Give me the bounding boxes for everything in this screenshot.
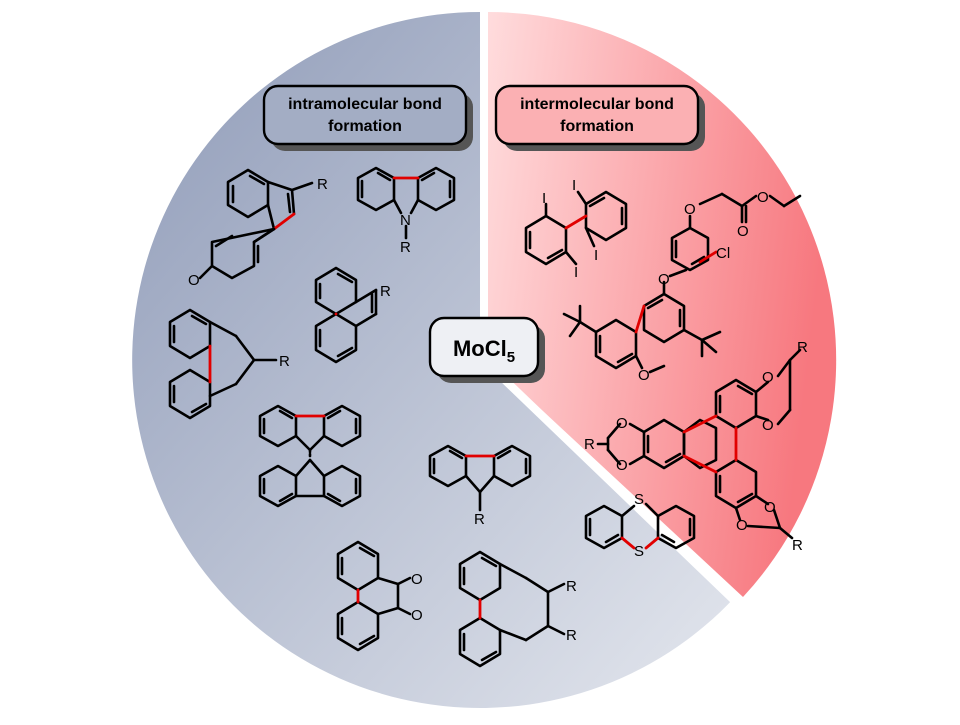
atom-o-ether: O — [684, 201, 696, 218]
atom-i-3: I — [572, 177, 576, 194]
atom-o-dioxole-6: O — [736, 517, 748, 534]
tetraiodobiphenyl-structure — [524, 190, 628, 266]
hexaoxy-triphenylene-structure — [596, 348, 802, 540]
atom-i-1: I — [542, 190, 546, 207]
ethyl-chlorophenoxyacetate-structure — [670, 192, 802, 272]
atom-r-dioxole-3: R — [792, 537, 803, 554]
atom-r-cycloheptene: R — [279, 353, 290, 370]
atom-r-cyclooctene-2: R — [566, 627, 577, 644]
atom-r-fluorene: R — [474, 511, 485, 528]
atom-cl: Cl — [716, 245, 730, 262]
intramolecular-label-line1: intramolecular bond — [288, 96, 442, 113]
atom-o-dioxole-4: O — [616, 457, 628, 474]
intramolecular-label-line2: formation — [328, 118, 402, 135]
atom-o-dioxole-3: O — [616, 415, 628, 432]
atom-n-carbazole: N — [400, 212, 411, 229]
phenanthrene-structure — [314, 266, 378, 364]
atom-o-dioxole-5: O — [764, 499, 776, 516]
carbazole-structure — [356, 166, 456, 240]
intermolecular-label-line2: formation — [560, 118, 634, 135]
reagent-box: MoCl5 — [428, 316, 545, 383]
reagent-label: MoCl5 — [453, 336, 515, 366]
atom-s-2: S — [634, 543, 644, 560]
atom-o-quinone-2: O — [411, 607, 423, 624]
atom-o-spiro: O — [188, 272, 200, 289]
intermolecular-sector — [488, 11, 837, 598]
di-tert-butyl-dimethoxybiphenyl-structure — [562, 268, 722, 374]
atom-r-cyclooctene-1: R — [566, 578, 577, 595]
atom-i-4: I — [594, 247, 598, 264]
dibenzocycloheptene-structure — [168, 308, 278, 420]
phenanthrenequinone-structure — [336, 540, 412, 652]
atom-s-1: S — [634, 491, 644, 508]
dibenzocyclooctene-structure — [458, 550, 566, 668]
atom-o-carbonyl: O — [737, 223, 749, 240]
atom-o-ester: O — [757, 189, 769, 206]
intramolecular-label-box: intramolecular bond formation — [262, 84, 473, 151]
spiro-indene-dienone-structure — [198, 168, 314, 280]
spirobifluorene-structure — [258, 404, 362, 508]
atom-r-carbazole: R — [400, 239, 411, 256]
atom-o-quinone-1: O — [411, 571, 423, 588]
atom-i-2: I — [574, 264, 578, 281]
atom-r-dioxole-1: R — [797, 339, 808, 356]
atom-o-dioxole-1: O — [762, 369, 774, 386]
intermolecular-label-line1: intermolecular bond — [520, 96, 674, 113]
intermolecular-label-box: intermolecular bond formation — [494, 84, 705, 151]
atom-o-methoxy-1: O — [658, 271, 670, 288]
atom-o-methoxy-2: O — [638, 367, 650, 384]
sector-divider-diagonal — [481, 357, 745, 611]
thianthrene-structure — [584, 502, 696, 550]
atom-r-dioxole-2: R — [584, 436, 595, 453]
fluorene-structure — [428, 444, 532, 512]
atom-r-spiro: R — [317, 176, 328, 193]
atom-o-dioxole-2: O — [762, 417, 774, 434]
atom-r-phenanthrene: R — [380, 283, 391, 300]
